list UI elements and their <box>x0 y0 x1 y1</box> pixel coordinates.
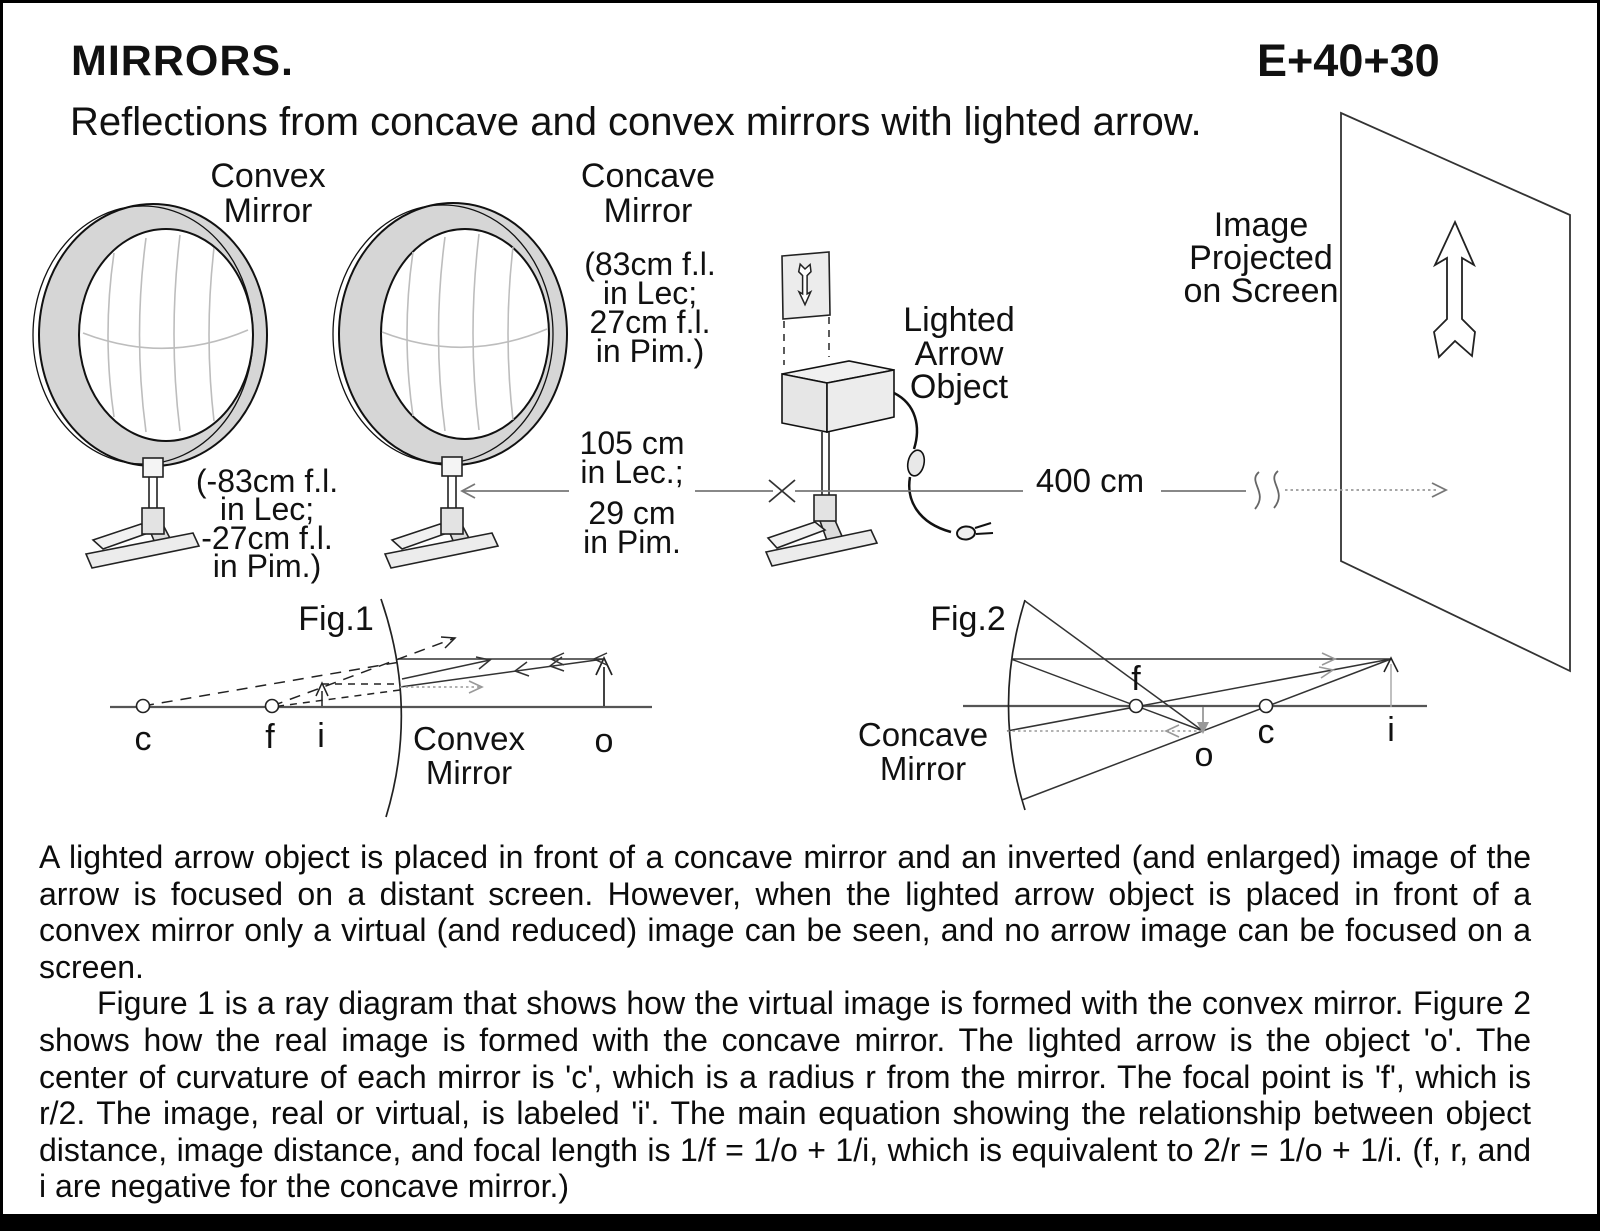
fig2-mirror-arc <box>1007 599 1026 811</box>
fig1-point-c: c <box>134 720 152 758</box>
lighted-arrow-object <box>764 251 994 567</box>
concave-mirror-heading: Mirror <box>603 192 693 230</box>
concave-focal-length: (83cm f.l. <box>584 246 716 282</box>
screen-heading: Image <box>1213 206 1309 244</box>
demo-code: E+40+30 <box>1257 35 1440 86</box>
lighted-arrow-heading: Lighted <box>903 301 1015 339</box>
description-paragraph-1: A lighted arrow object is placed in fron… <box>39 839 1531 985</box>
fig2-mirror-label: Mirror <box>879 750 967 787</box>
fig2-mirror-label: Concave <box>857 716 989 753</box>
description-text: A lighted arrow object is placed in fron… <box>39 839 1531 1205</box>
up-arrow-icon <box>1432 219 1476 359</box>
fig2-point-c: c <box>1257 713 1275 751</box>
power-cord <box>893 391 952 534</box>
convex-mirror-glass-lines <box>82 234 249 433</box>
description-paragraph-2: Figure 1 is a ray diagram that shows how… <box>39 985 1531 1205</box>
fig2-point-f: f <box>1131 660 1141 698</box>
fig2-point-o: o <box>1194 736 1214 774</box>
fig1-point-f: f <box>265 718 275 756</box>
dimension-line-400cm <box>795 470 1449 510</box>
bottom-border-bar <box>3 1214 1597 1228</box>
convex-mirror-stand <box>84 457 201 569</box>
mirror-object-distance: in Pim. <box>583 524 681 560</box>
dimension-line-105cm <box>460 479 796 503</box>
fig2-point-i: i <box>1387 711 1395 749</box>
screen-heading: Projected <box>1189 239 1333 277</box>
cross-mark-icon <box>768 479 796 503</box>
lighted-arrow-heading: Arrow <box>914 335 1004 373</box>
fig1-mirror-label: Convex <box>413 720 525 757</box>
mirror-object-distance: 29 cm <box>588 495 676 531</box>
fig2-diagram <box>963 599 1427 811</box>
lamp-box <box>781 360 895 433</box>
concave-mirror-heading: Concave <box>580 157 716 195</box>
arrow-slide-plate <box>781 251 831 365</box>
convex-focal-length: in Lec; <box>219 491 315 527</box>
concave-focal-length: 27cm f.l. <box>589 304 711 340</box>
concave-focal-length: in Lec; <box>602 275 698 311</box>
convex-mirror-heading: Convex <box>210 157 326 195</box>
down-arrow-icon <box>797 262 813 307</box>
convex-focal-length: in Pim.) <box>212 548 322 584</box>
concave-mirror-stand <box>383 456 500 569</box>
apparatus-drawing <box>32 111 1571 818</box>
fig1-point-i: i <box>317 717 325 755</box>
fig2-title: Fig.2 <box>930 600 1006 638</box>
convex-focal-length: -27cm f.l. <box>201 520 333 556</box>
fig1-title: Fig.1 <box>298 600 374 638</box>
mirror-object-distance: in Lec.; <box>580 454 684 490</box>
cord-switch <box>906 449 926 477</box>
line-break-icon <box>1254 470 1280 510</box>
convex-focal-length: (-83cm f.l. <box>195 463 339 499</box>
projection-screen <box>1340 111 1571 673</box>
concave-mirror-glass-lines <box>381 233 548 432</box>
fig1-point-o: o <box>594 722 614 760</box>
page-title: MIRRORS. <box>71 37 294 85</box>
concave-focal-length: in Pim.) <box>595 333 705 369</box>
page-subtitle: Reflections from concave and convex mirr… <box>70 100 1202 144</box>
concave-mirror-illustration <box>332 202 568 569</box>
arrow-object-stand <box>764 432 879 567</box>
fig1-mirror-label: Mirror <box>425 754 513 791</box>
screen-heading: on Screen <box>1183 272 1339 310</box>
fig1-diagram <box>110 598 652 818</box>
mirror-object-distance: 105 cm <box>579 425 685 461</box>
screen-distance-label: 400 cm <box>1035 462 1145 499</box>
convex-mirror-illustration <box>32 203 268 569</box>
convex-mirror-heading: Mirror <box>223 192 313 230</box>
fig1-mirror-arc <box>380 598 403 818</box>
power-plug-icon <box>956 522 994 541</box>
lighted-arrow-heading: Object <box>909 368 1009 406</box>
